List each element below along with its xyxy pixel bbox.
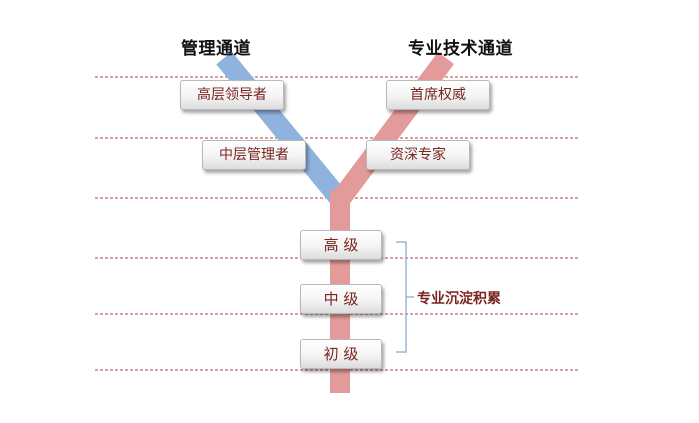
level-intermediate: 中 级 bbox=[300, 284, 382, 314]
level-senior: 高 级 bbox=[300, 230, 382, 260]
bracket-note: 专业沉淀积累 bbox=[417, 291, 501, 307]
role-senior-expert: 资深专家 bbox=[366, 140, 470, 170]
role-senior-leader: 高层领导者 bbox=[180, 80, 284, 110]
role-middle-manager: 中层管理者 bbox=[202, 140, 306, 170]
management-track-heading: 管理通道 bbox=[181, 39, 251, 59]
role-chief-authority: 首席权威 bbox=[386, 80, 490, 110]
level-bracket bbox=[396, 241, 414, 353]
technical-track-heading: 专业技术通道 bbox=[408, 39, 513, 59]
level-junior: 初 级 bbox=[300, 339, 382, 369]
